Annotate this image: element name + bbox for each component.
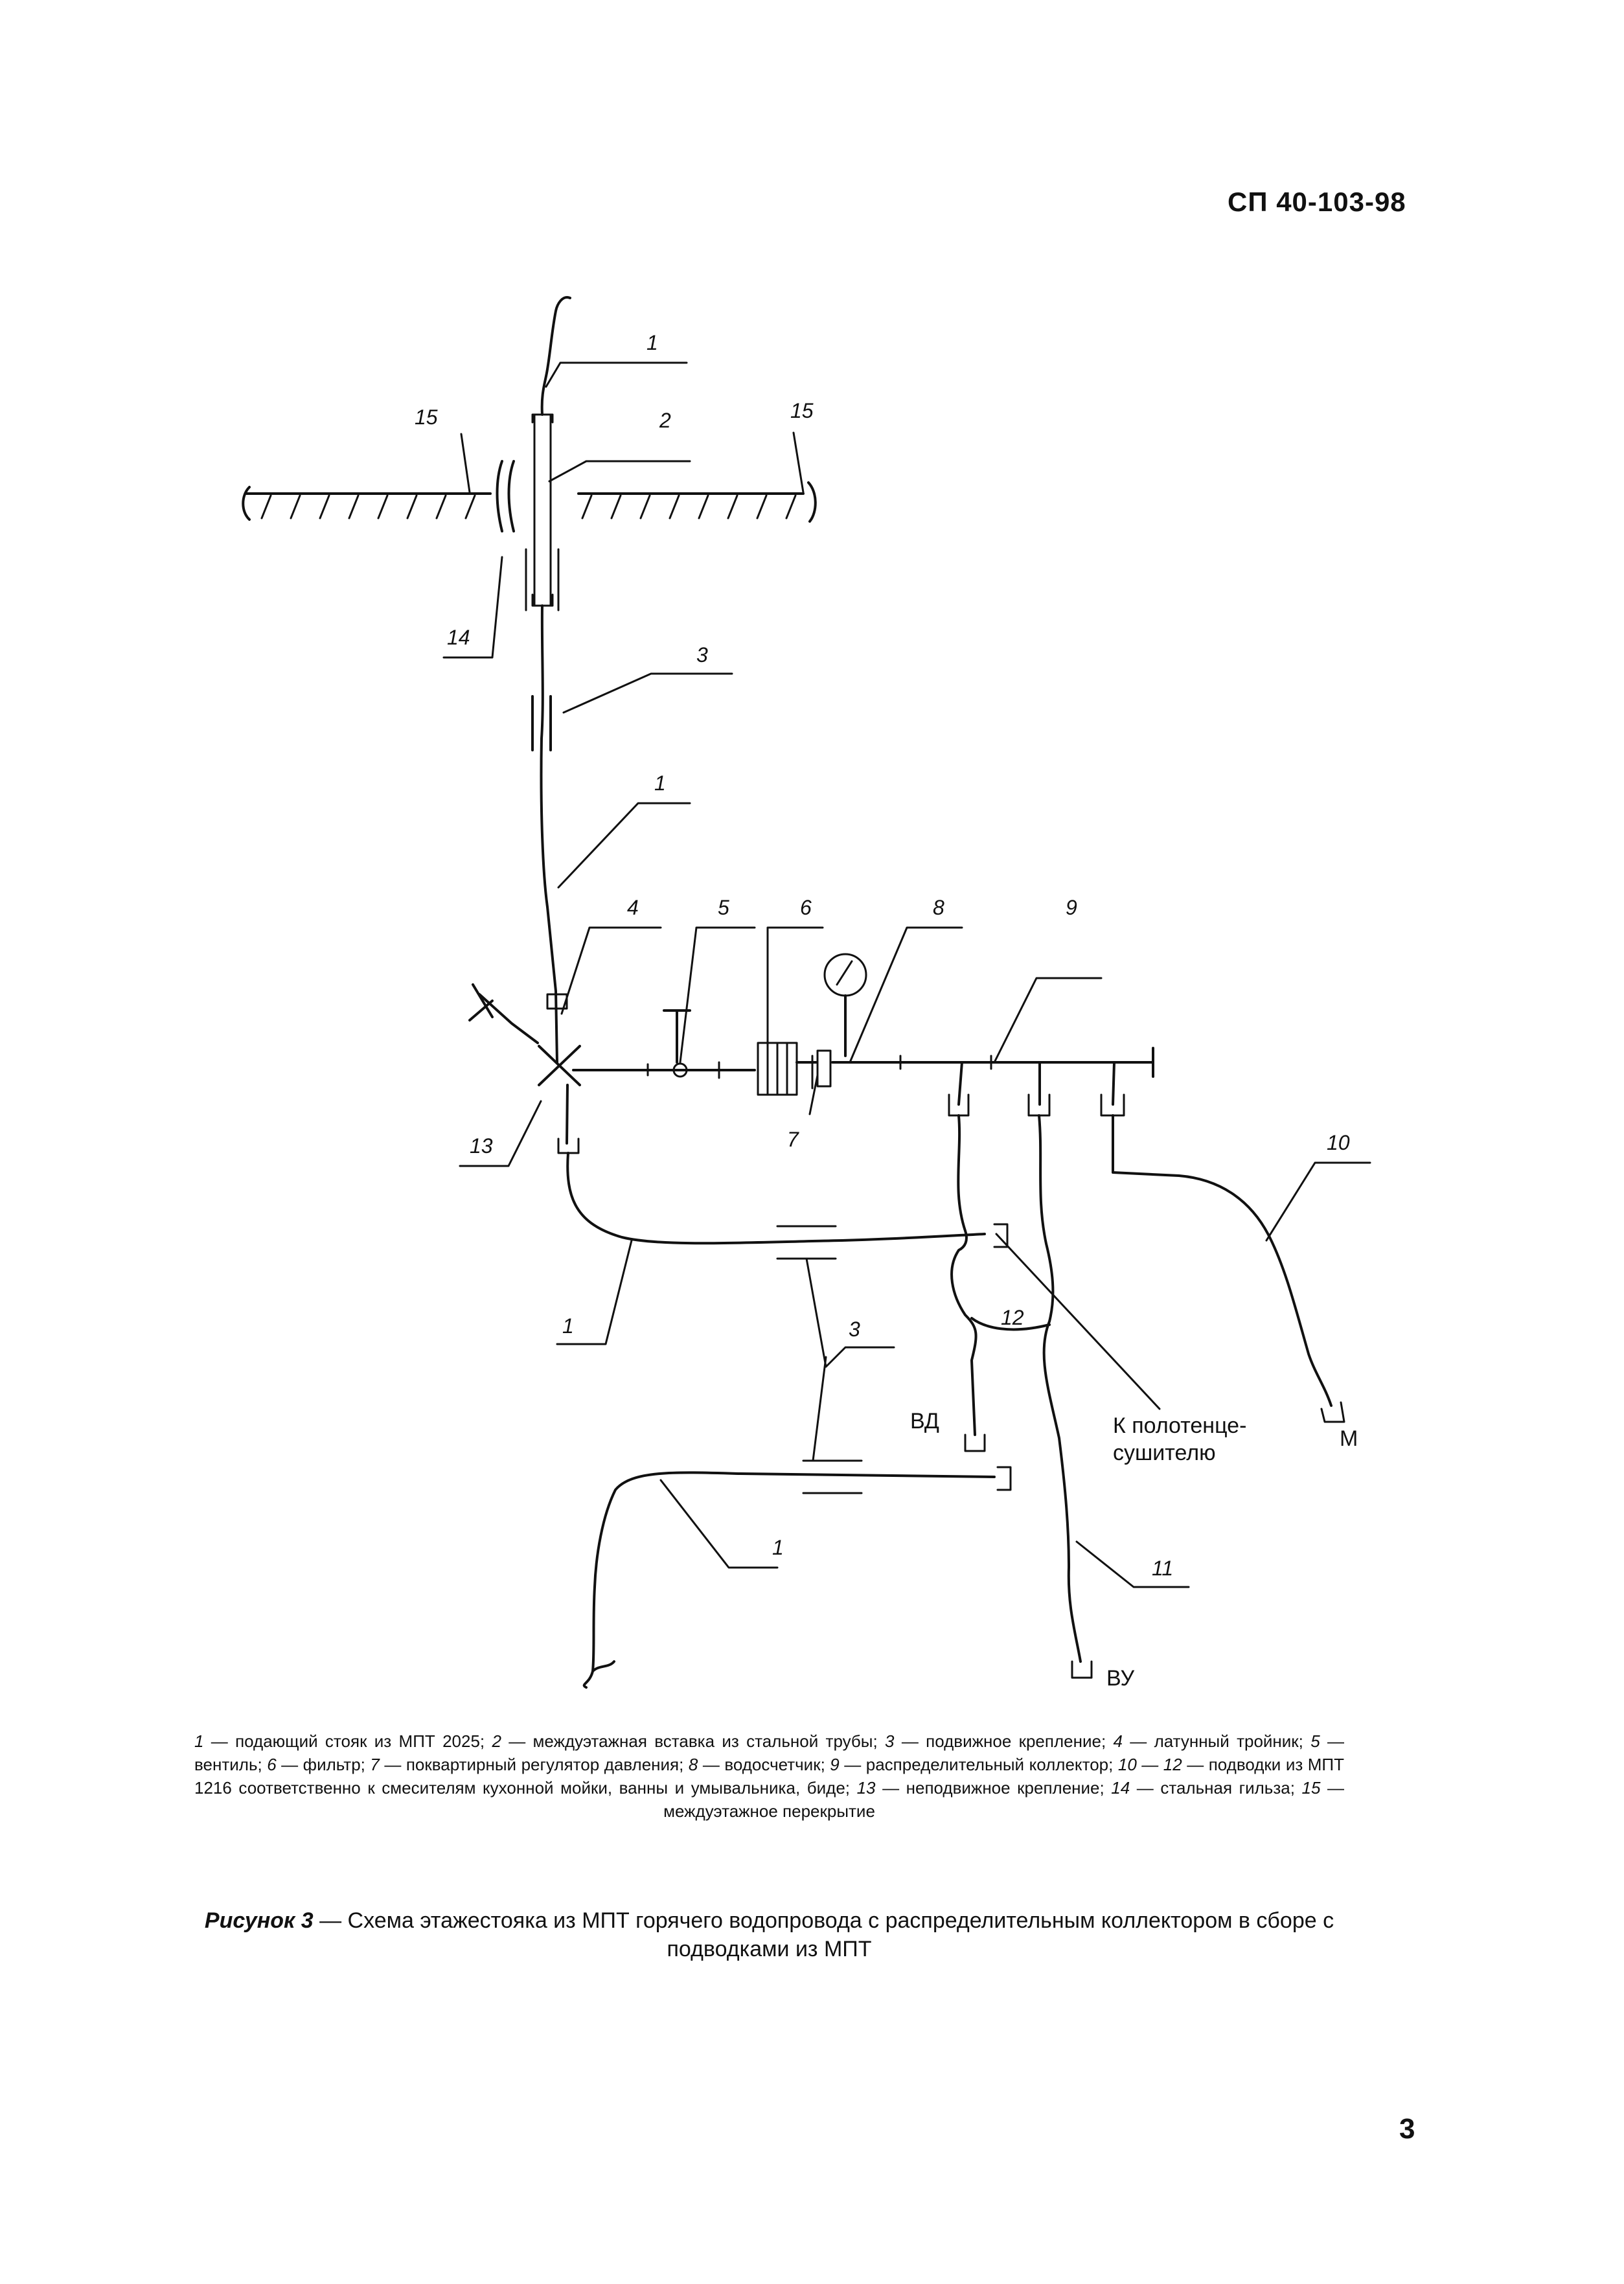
- distribution-line: [572, 953, 1154, 1096]
- page-number: 3: [1399, 2113, 1415, 2145]
- legend-num-8: 8: [688, 1755, 698, 1774]
- legend-text-9: — распределительный коллектор;: [839, 1755, 1118, 1774]
- label-vd: ВД: [910, 1409, 939, 1433]
- callout-8: 8: [933, 896, 944, 919]
- legend-num-9: 9: [830, 1755, 840, 1774]
- label-m: М: [1340, 1426, 1358, 1451]
- legend-text-1: — подающий стояк из МПТ 2025;: [203, 1731, 492, 1751]
- callout-1-mid: 1: [654, 771, 666, 795]
- legend-num-14: 14: [1111, 1778, 1130, 1798]
- fixture-labels: ВД ВУ М К полотенце- сушителю: [910, 1409, 1358, 1691]
- legend-text-7: — поквартирный регулятор давления;: [379, 1755, 689, 1774]
- floor-slab: [242, 460, 817, 532]
- label-towel-dryer-2: сушителю: [1113, 1441, 1216, 1465]
- callout-15-right: 15: [790, 399, 814, 422]
- callout-3-lower: 3: [849, 1318, 860, 1341]
- label-towel-dryer-1: К полотенце-: [1113, 1413, 1246, 1438]
- figure-caption: Рисунок 3 — Схема этажестояка из МПТ гор…: [194, 1906, 1344, 1963]
- callout-5: 5: [718, 896, 729, 919]
- manifold-outlets: [948, 1061, 1345, 1679]
- legend-text-14: — стальная гильза;: [1130, 1778, 1302, 1798]
- callout-1-top: 1: [646, 331, 658, 354]
- callout-1-branch: 1: [562, 1314, 574, 1338]
- legend-text-3: — подвижное крепление;: [894, 1731, 1114, 1751]
- legend-num-4: 4: [1113, 1731, 1123, 1751]
- legend-text-10-12: — подводки из МПТ 1216 соответственно к …: [194, 1755, 1344, 1798]
- callout-15-left: 15: [415, 405, 438, 429]
- legend-num-7: 7: [370, 1755, 380, 1774]
- document-code: СП 40-103-98: [1228, 187, 1406, 217]
- caption-label: Рисунок 3: [204, 1908, 314, 1933]
- legend-num-2: 2: [492, 1731, 501, 1751]
- callout-13: 13: [470, 1134, 493, 1158]
- callout-9: 9: [1066, 896, 1077, 919]
- callout-6: 6: [800, 896, 812, 919]
- riser-scheme-diagram: 1 1 1 1 2 3 3 4 5 6 7 8 9 10 11 12 13 14…: [242, 296, 1371, 1691]
- callout-7: 7: [787, 1128, 799, 1151]
- legend-num-10-12: 10 — 12: [1117, 1755, 1182, 1774]
- callout-leaders: [442, 361, 1371, 1588]
- callout-11: 11: [1152, 1557, 1173, 1580]
- callout-2: 2: [659, 409, 671, 432]
- callout-12: 12: [1001, 1306, 1024, 1329]
- legend: 1 — подающий стояк из МПТ 2025; 2 — межд…: [194, 1730, 1344, 1823]
- label-vu: ВУ: [1106, 1666, 1135, 1691]
- caption-text: — Схема этажестояка из МПТ горячего водо…: [313, 1908, 1334, 1961]
- riser-pipe: [468, 296, 1012, 1689]
- legend-num-3: 3: [885, 1731, 895, 1751]
- legend-num-13: 13: [856, 1778, 876, 1798]
- legend-num-5: 5: [1310, 1731, 1320, 1751]
- legend-text-2: — междуэтажная вставка из стальной трубы…: [501, 1731, 886, 1751]
- legend-text-4: — латунный тройник;: [1122, 1731, 1311, 1751]
- legend-num-1: 1: [194, 1731, 204, 1751]
- callout-14: 14: [447, 626, 470, 649]
- legend-text-8: — водосчетчик;: [698, 1755, 830, 1774]
- callout-10: 10: [1327, 1131, 1350, 1154]
- callout-3-top: 3: [696, 643, 708, 667]
- legend-num-6: 6: [267, 1755, 277, 1774]
- legend-text-15: — междуэтажное перекрытие: [663, 1778, 1344, 1821]
- legend-text-6: — фильтр;: [276, 1755, 371, 1774]
- callout-1-lower: 1: [772, 1536, 784, 1559]
- callout-numbers: 1 1 1 1 2 3 3 4 5 6 7 8 9 10 11 12 13 14…: [415, 331, 1350, 1580]
- legend-num-15: 15: [1301, 1778, 1321, 1798]
- legend-text-13: — неподвижное крепление;: [875, 1778, 1112, 1798]
- callout-4: 4: [627, 896, 639, 919]
- legend-text-5: — вентиль;: [194, 1731, 1344, 1774]
